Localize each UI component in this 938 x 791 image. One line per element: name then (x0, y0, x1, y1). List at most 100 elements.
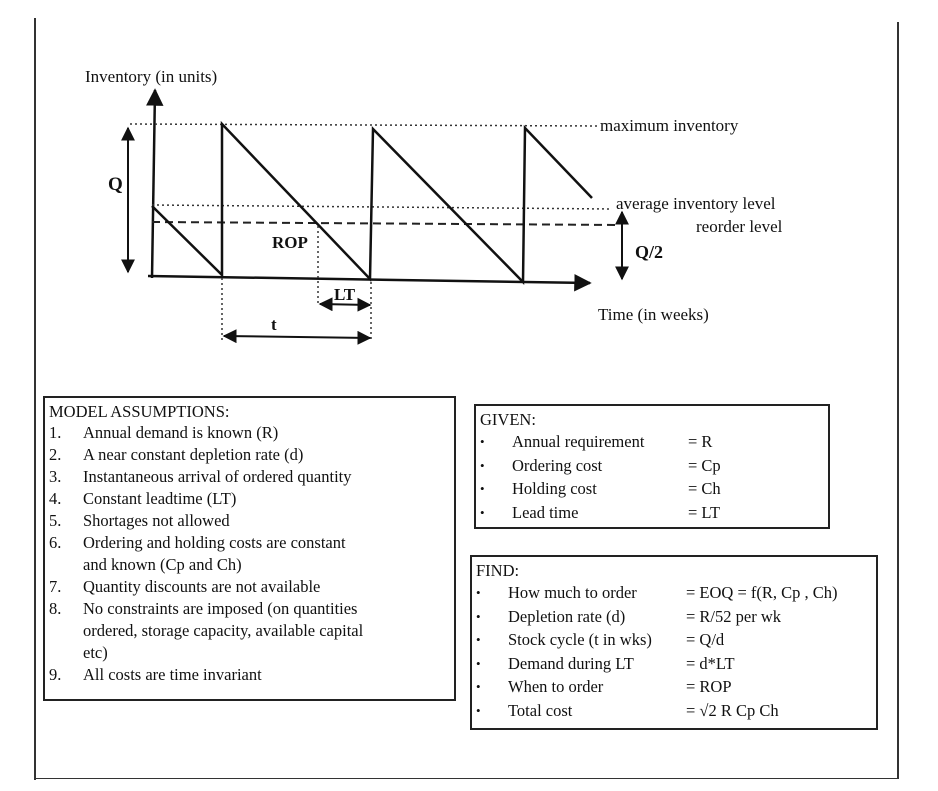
frame-bottom-border (34, 778, 899, 779)
assumption-number: 7. (49, 577, 62, 596)
assumption-text: No constraints are imposed (on quantitie… (83, 598, 450, 664)
assumption-text-line: Constant leadtime (LT) (83, 489, 237, 508)
find-item-label: Total cost (508, 700, 573, 720)
assumption-number: 6. (49, 533, 62, 552)
assumption-text-line: A near constant depletion rate (d) (83, 445, 304, 464)
find-item: • Demand during LT = d*LT (476, 652, 872, 676)
y-axis (145, 88, 164, 279)
inventory-diagram (121, 88, 629, 345)
assumption-number: 8. (49, 599, 62, 618)
assumption-text-line: etc) (83, 643, 108, 662)
lt-dimension-arrow (318, 297, 372, 312)
t-label: t (271, 315, 277, 334)
assumption-item: 1. Annual demand is known (R) (49, 422, 450, 444)
x-axis-label: Time (in weeks) (598, 305, 709, 324)
given-item-label: Lead time (512, 502, 579, 522)
find-item: • When to order = ROP (476, 675, 872, 699)
q-label: Q (108, 174, 123, 195)
assumption-item: 3. Instantaneous arrival of ordered quant… (49, 466, 450, 488)
assumption-number: 3. (49, 467, 62, 486)
given-item-value: = Ch (688, 479, 721, 498)
assumption-item: 6. Ordering and holding costs are constan… (49, 532, 450, 576)
assumption-text-line: and known (Cp and Ch) (83, 555, 242, 574)
maximum-inventory-label: maximum inventory (600, 116, 739, 135)
assumption-text: All costs are time invariant (83, 664, 450, 686)
reorder-level-label: reorder level (696, 217, 783, 236)
assumption-text: Shortages not allowed (83, 510, 450, 532)
given-list: •Annual requirement= R•Ordering cost= Cp… (480, 430, 824, 524)
find-item: •How much to order= EOQ = f(R, Cp , Ch) (476, 581, 872, 605)
find-item-value: = R/52 per wk (686, 606, 782, 626)
reorder-level-line (151, 221, 621, 226)
average-inventory-line (151, 204, 613, 210)
find-item-label: When to order (508, 677, 604, 696)
given-item-label: Ordering cost (512, 455, 603, 475)
lt-label: LT (334, 285, 356, 304)
find-item-label: How much to order (508, 583, 637, 602)
find-item-value: = ROP (686, 677, 732, 696)
find-item-label: Stock cycle (t in wks) (508, 630, 652, 649)
bullet-icon: • (480, 457, 485, 473)
average-inventory-label: average inventory level (616, 194, 776, 213)
assumption-text: Constant leadtime (LT) (83, 488, 450, 510)
find-item-label: Depletion rate (d) (508, 606, 626, 626)
bullet-icon: • (480, 504, 485, 520)
find-item-label: Demand during LT (508, 653, 634, 673)
assumption-text-line: Quantity discounts are not available (83, 577, 321, 596)
find-item-value: = d*LT (686, 653, 735, 673)
find-item: • Depletion rate (d) = R/52 per wk (476, 605, 872, 629)
given-title: GIVEN: (480, 410, 536, 429)
assumption-text-line: No constraints are imposed (on quantitie… (83, 599, 358, 618)
bullet-icon: • (476, 702, 481, 718)
find-box: FIND: • How much to order = EOQ = f(R, Cp … (470, 555, 878, 730)
t-dimension-arrow (222, 329, 372, 345)
find-item-value: = Q/d (686, 630, 725, 649)
assumption-text-line: Instantaneous arrival of ordered quantit… (83, 467, 352, 486)
bullet-icon: • (476, 608, 481, 624)
assumption-item: 4. Constant leadtime (LT) (49, 488, 450, 510)
given-item-label: Annual requirement (512, 432, 645, 451)
find-item-value: = EOQ = f(R, Cp , Ch) (686, 583, 838, 602)
assumption-text-line: All costs are time invariant (83, 665, 262, 684)
assumptions-title: MODEL ASSUMPTIONS: (49, 402, 230, 421)
assumption-text: Quantity discounts are not available (83, 576, 450, 598)
given-item: • Annual requirement = R (480, 430, 824, 454)
given-item-value: = R (688, 432, 713, 451)
bullet-icon: • (476, 655, 481, 671)
y-axis-label: Inventory (in units) (85, 67, 218, 86)
given-item: • Holding cost = Ch (480, 477, 824, 501)
bullet-icon: • (480, 434, 485, 449)
given-item-label: Holding cost (512, 479, 597, 498)
given-item-value: = LT (688, 502, 721, 522)
inventory-sawtooth (151, 120, 593, 286)
assumption-item: 7. Quantity discounts are not available (49, 576, 450, 598)
given-item: • Lead time = LT (480, 501, 824, 525)
assumption-text-line: Shortages not allowed (83, 511, 230, 530)
given-item: •Ordering cost= Cp (480, 454, 824, 478)
find-title: FIND: (476, 561, 520, 580)
bullet-icon: • (476, 632, 481, 647)
assumption-number: 2. (49, 445, 62, 464)
maximum-inventory-line (129, 123, 601, 127)
bullet-icon: • (476, 679, 481, 694)
given-box: GIVEN: • Annual requirement = R • Ordering c… (474, 404, 830, 529)
rop-label: ROP (272, 233, 308, 252)
assumption-number: 9. (49, 665, 62, 684)
frame-left-border (34, 18, 36, 780)
assumption-item: 9. All costs are time invariant (49, 664, 450, 686)
assumption-number: 5. (49, 511, 62, 530)
assumption-text: Annual demand is known (R) (83, 422, 450, 444)
find-item: •Total cost= √2 R Cp Ch (476, 699, 872, 723)
assumptions-list: 1. Annual demand is known (R) 2. A near con… (49, 422, 450, 686)
assumption-number: 4. (49, 489, 62, 508)
bullet-icon: • (480, 481, 485, 496)
assumption-item: 5. Shortages not allowed (49, 510, 450, 532)
assumption-text-line: ordered, storage capacity, available cap… (83, 621, 364, 640)
assumption-text-line: Annual demand is known (R) (83, 423, 279, 442)
assumption-number: 1. (49, 423, 62, 442)
find-item: • Stock cycle (t in wks) = Q/d (476, 628, 872, 652)
assumption-text-line: Ordering and holding costs are constant (83, 533, 346, 552)
assumption-item: 2. A near constant depletion rate (d) (49, 444, 450, 466)
model-assumptions-box: MODEL ASSUMPTIONS: 1. Annual demand is kn… (43, 396, 456, 701)
